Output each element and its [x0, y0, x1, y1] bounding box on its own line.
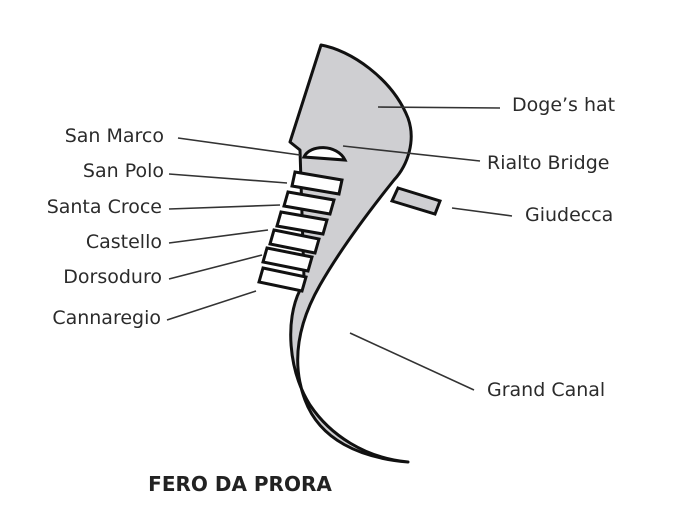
diagram-title: FERO DA PRORA: [148, 472, 332, 496]
tooth-san-polo: [290, 170, 344, 196]
leader-grand-canal: [349, 332, 475, 391]
label-santa-croce: Santa Croce: [47, 196, 162, 218]
leader-cannaregio: [166, 290, 257, 321]
giudecca-prong: [389, 186, 442, 216]
label-rialto-bridge: Rialto Bridge: [487, 152, 609, 174]
label-san-marco: San Marco: [65, 125, 164, 147]
tooth-cannaregio-upper: [261, 246, 314, 273]
label-san-polo: San Polo: [83, 160, 164, 182]
tooth-castello: [275, 210, 329, 236]
leader-lines: [166, 106, 513, 391]
leader-doges-hat: [377, 106, 501, 109]
label-giudecca: Giudecca: [525, 204, 613, 226]
label-grand-canal: Grand Canal: [487, 379, 605, 401]
leader-rialto-bridge: [342, 145, 481, 162]
leader-san-marco: [177, 137, 301, 156]
teeth-group: [257, 170, 344, 293]
leader-giudecca: [451, 207, 513, 217]
tooth-santa-croce: [282, 190, 336, 216]
label-dorsoduro: Dorsoduro: [63, 266, 162, 288]
label-doges-hat: Doge’s hat: [512, 94, 615, 116]
rialto-bridge-shape: [301, 146, 348, 162]
label-cannaregio: Cannaregio: [52, 307, 161, 329]
tooth-cannaregio-lower: [257, 266, 308, 293]
leader-dorsoduro: [168, 254, 263, 280]
leader-castello: [168, 229, 269, 244]
leader-santa-croce: [168, 204, 281, 210]
tooth-dorsoduro: [268, 228, 321, 255]
leader-san-polo: [168, 173, 288, 184]
label-castello: Castello: [86, 231, 162, 253]
